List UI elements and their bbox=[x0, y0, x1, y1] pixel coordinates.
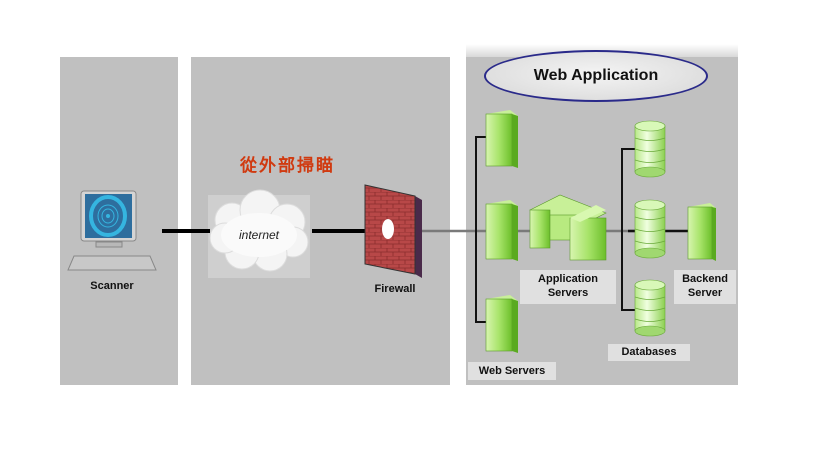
webserver-bus bbox=[475, 136, 490, 323]
web-server-icon bbox=[485, 110, 518, 168]
firewall-label: Firewall bbox=[374, 283, 416, 295]
title-text: Web Application bbox=[533, 67, 659, 84]
web-servers-label: Web Servers bbox=[468, 362, 556, 380]
database-icon bbox=[634, 120, 666, 178]
external-scan-annotation: 從外部掃瞄 bbox=[240, 156, 335, 176]
application-servers-icon bbox=[529, 194, 607, 261]
internet-cloud-icon bbox=[209, 189, 309, 272]
application-servers-label: Application Servers bbox=[520, 270, 616, 304]
backend-server-icon bbox=[687, 203, 716, 261]
backend-server-label-line2: Server bbox=[687, 287, 723, 299]
web-server-icon bbox=[485, 295, 518, 353]
scanner-computer-icon bbox=[67, 190, 157, 271]
application-servers-label-line1: Application bbox=[538, 273, 598, 285]
database-icon bbox=[634, 279, 666, 337]
databases-label: Databases bbox=[608, 344, 690, 361]
scanner-label: Scanner bbox=[90, 280, 134, 292]
backend-server-label: Backend Server bbox=[674, 270, 736, 304]
web-server-icon bbox=[485, 200, 518, 261]
application-servers-label-line2: Servers bbox=[547, 287, 589, 299]
web-application-title: Web Application bbox=[484, 50, 708, 102]
database-icon bbox=[634, 199, 666, 259]
backend-server-label-line1: Backend bbox=[682, 273, 728, 285]
firewall-icon bbox=[364, 184, 422, 278]
internet-label: internet bbox=[238, 228, 280, 242]
